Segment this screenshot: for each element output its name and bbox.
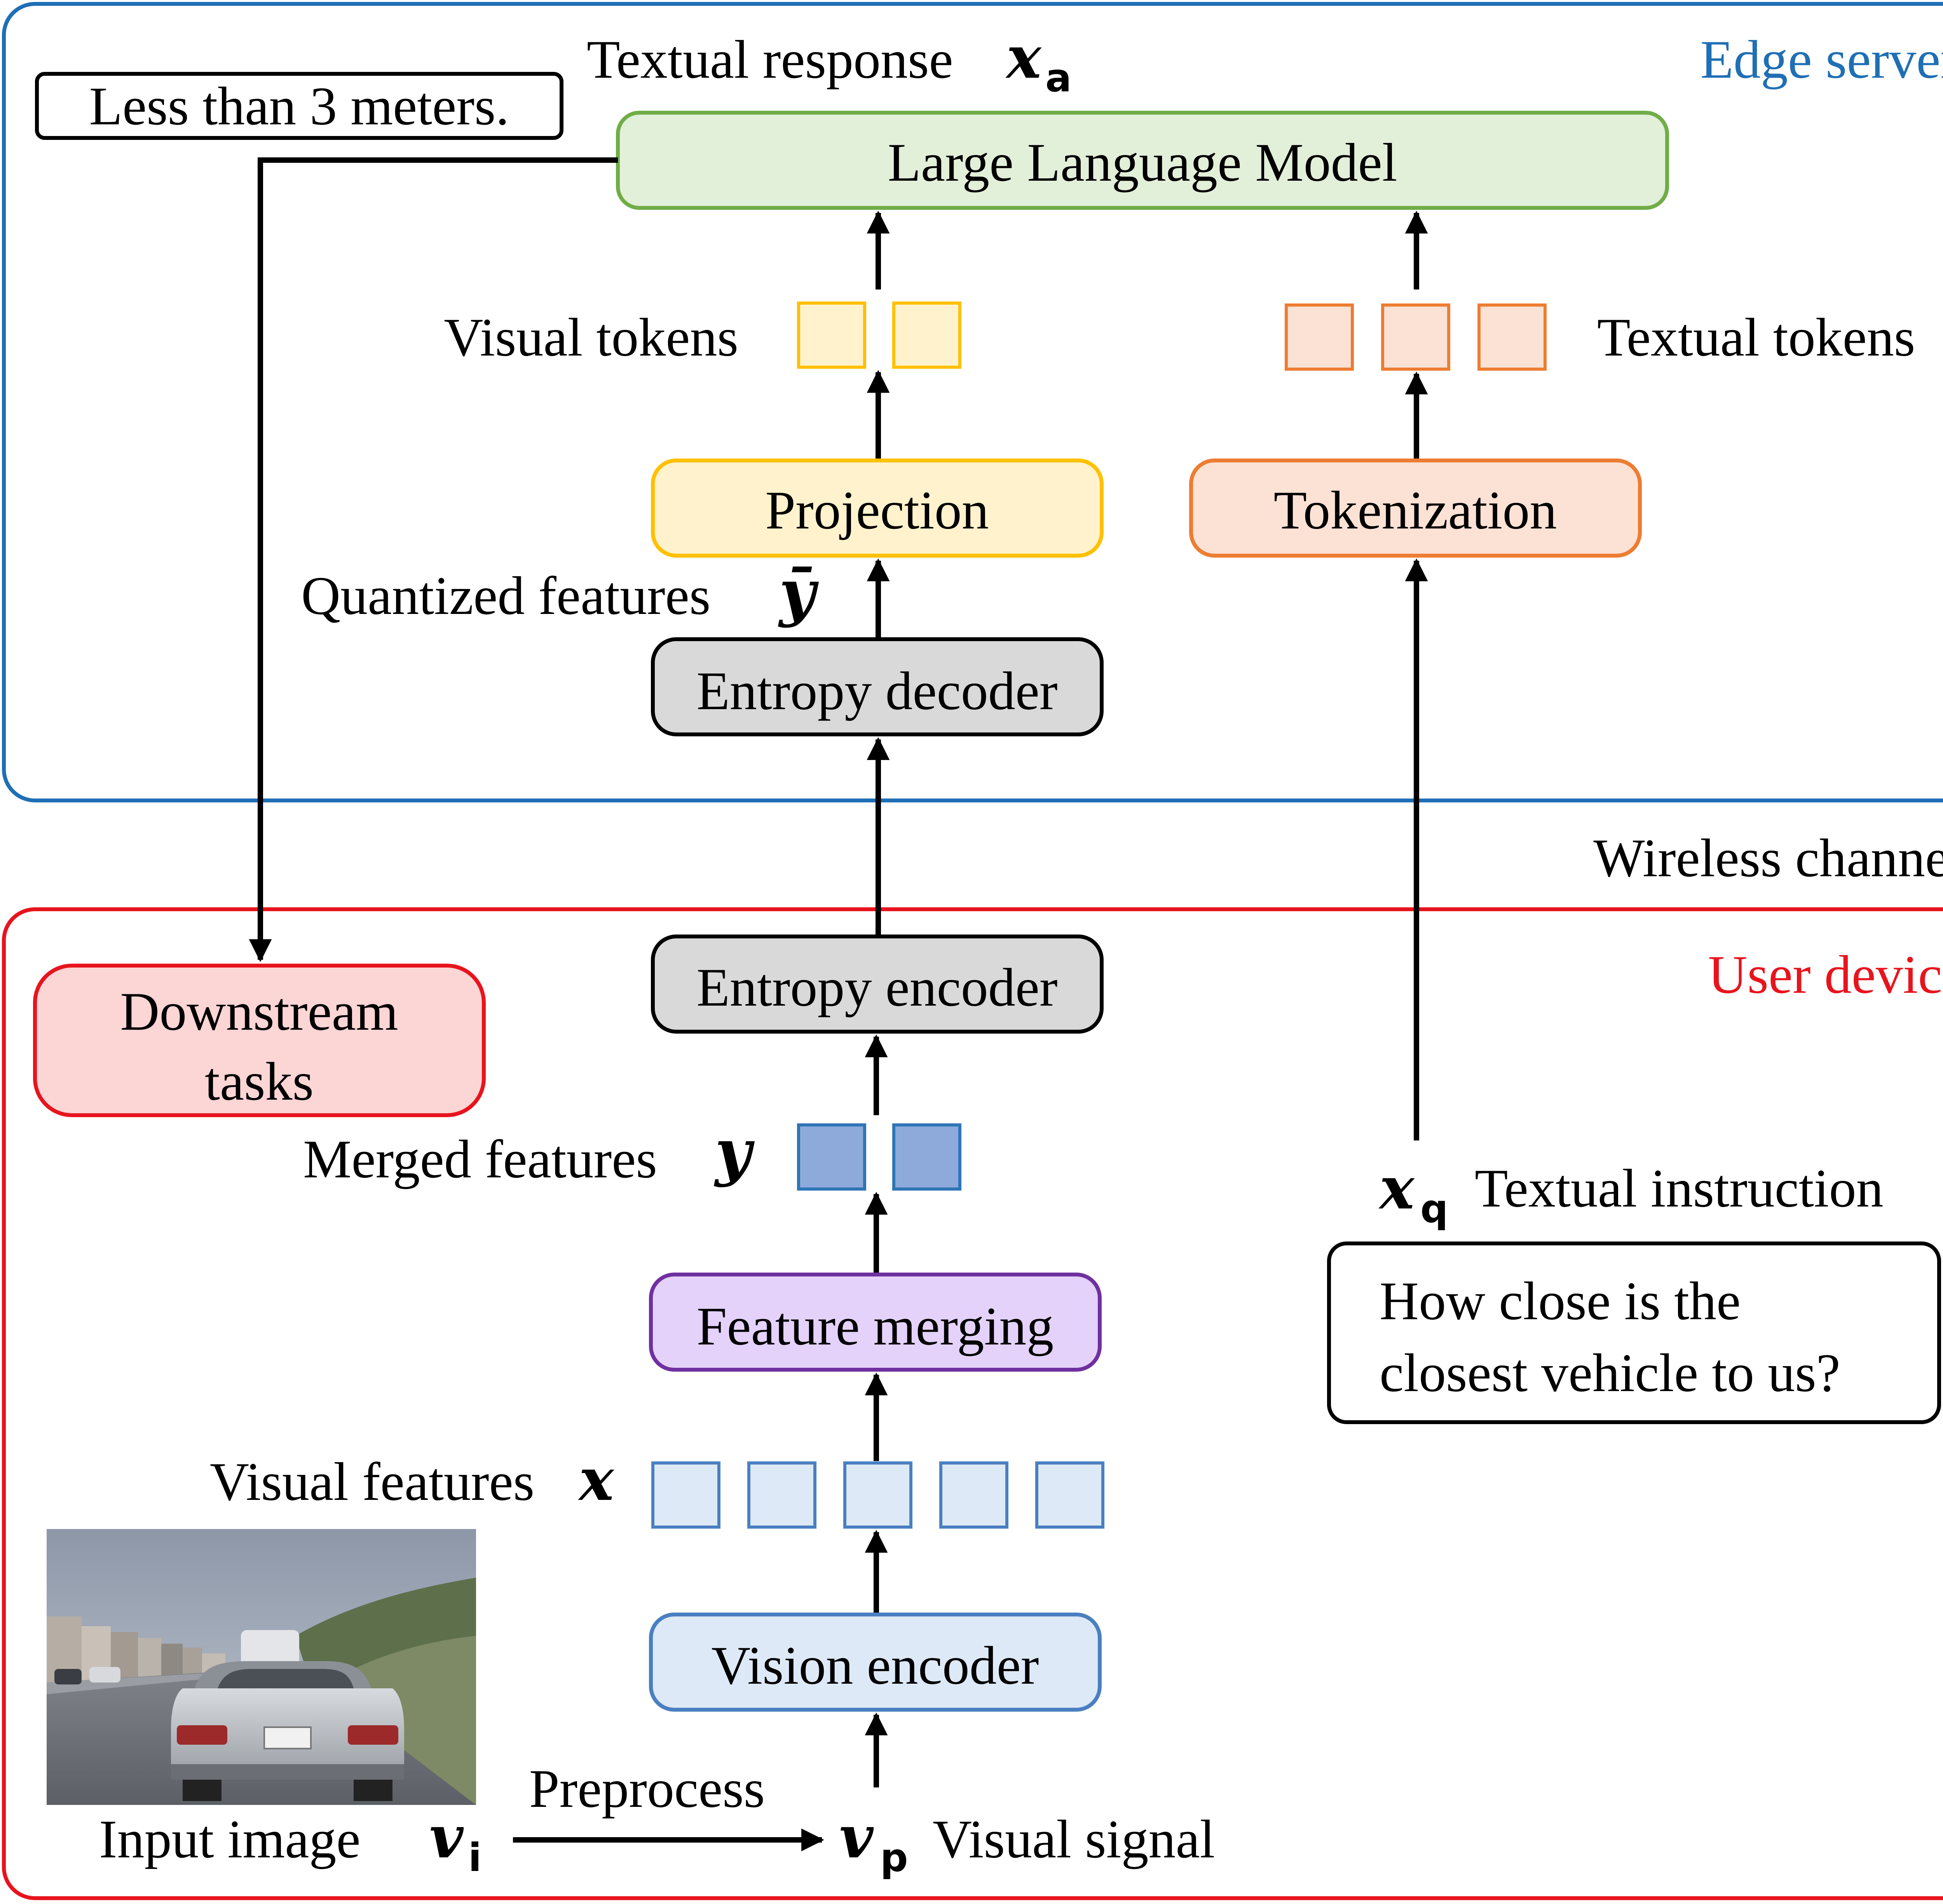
response-to-downstream-arrow — [249, 157, 618, 962]
textual-token — [1285, 303, 1354, 371]
llm-label: Large Language Model — [888, 133, 1397, 193]
preprocess-label: Preprocess — [529, 1759, 765, 1819]
entropy-decoder-box — [651, 637, 1104, 736]
response-subscript: a — [1045, 55, 1071, 101]
visual-signal-label: Visual signal — [933, 1809, 1215, 1869]
textual-token — [1477, 303, 1547, 371]
visual-features-symbol: x — [578, 1445, 614, 1514]
question-box — [1327, 1241, 1941, 1424]
merged-token — [892, 1123, 961, 1191]
merged-token — [797, 1123, 866, 1191]
visual-feature-token — [843, 1461, 912, 1529]
answer-text: Less than 3 meters. — [89, 76, 509, 136]
response-symbol: x — [1005, 23, 1042, 92]
visual-token — [892, 302, 961, 369]
wireless-channel-label: Wireless channel — [1593, 828, 1943, 888]
merged-symbol: y — [714, 1115, 755, 1188]
visual-feature-token — [747, 1461, 816, 1529]
instruction-symbol: x — [1378, 1154, 1415, 1222]
user-device-label: User device — [1708, 945, 1943, 1005]
vision-encoder-label: Vision encoder — [711, 1635, 1039, 1696]
question-line1: How close is the — [1380, 1271, 1741, 1331]
entropy-encoder-label: Entropy encoder — [696, 957, 1057, 1018]
instruction-subscript: q — [1420, 1186, 1448, 1231]
answer-box — [35, 72, 563, 140]
textual-token — [1381, 303, 1450, 371]
entropy-encoder-box — [651, 935, 1104, 1034]
quantized-symbol: ȳ — [778, 556, 819, 629]
quantized-features-label: Quantized features — [301, 566, 710, 626]
visual-feature-token — [1035, 1461, 1104, 1529]
edge-server-region — [2, 2, 1943, 802]
textual-instruction-label: Textual instruction — [1475, 1158, 1884, 1219]
feature-merging-box — [649, 1273, 1102, 1372]
visual-tokens-label: Visual tokens — [444, 307, 738, 368]
signal-subscript: p — [880, 1835, 908, 1880]
feature-merging-label: Feature merging — [697, 1296, 1054, 1357]
input-symbol: v — [429, 1803, 464, 1871]
downstream-tasks-label-line2: tasks — [205, 1051, 314, 1112]
signal-symbol: v — [839, 1803, 874, 1871]
merged-features-label: Merged features — [303, 1129, 657, 1189]
visual-features-label: Visual features — [210, 1452, 534, 1512]
input-image-label: Input image — [99, 1809, 361, 1869]
projection-box — [651, 459, 1104, 558]
downstream-tasks-label-line1: Downstream — [120, 982, 398, 1042]
textual-tokens-label: Textual tokens — [1597, 307, 1915, 368]
user-device-region — [2, 907, 1943, 1900]
tokenization-box — [1189, 459, 1642, 558]
visual-feature-token — [651, 1461, 720, 1529]
visual-feature-token — [939, 1461, 1008, 1529]
edge-server-label: Edge server — [1700, 30, 1943, 90]
projection-label: Projection — [765, 480, 989, 541]
tokenization-label: Tokenization — [1274, 480, 1557, 541]
textual-response-label: Textual response — [587, 30, 953, 90]
input-image — [47, 1529, 476, 1805]
visual-token — [797, 302, 866, 369]
question-line2: closest vehicle to us? — [1380, 1343, 1840, 1403]
entropy-decoder-label: Entropy decoder — [696, 661, 1057, 721]
input-subscript: i — [468, 1835, 481, 1880]
vision-encoder-box — [649, 1613, 1102, 1712]
downstream-tasks-box — [33, 964, 486, 1117]
